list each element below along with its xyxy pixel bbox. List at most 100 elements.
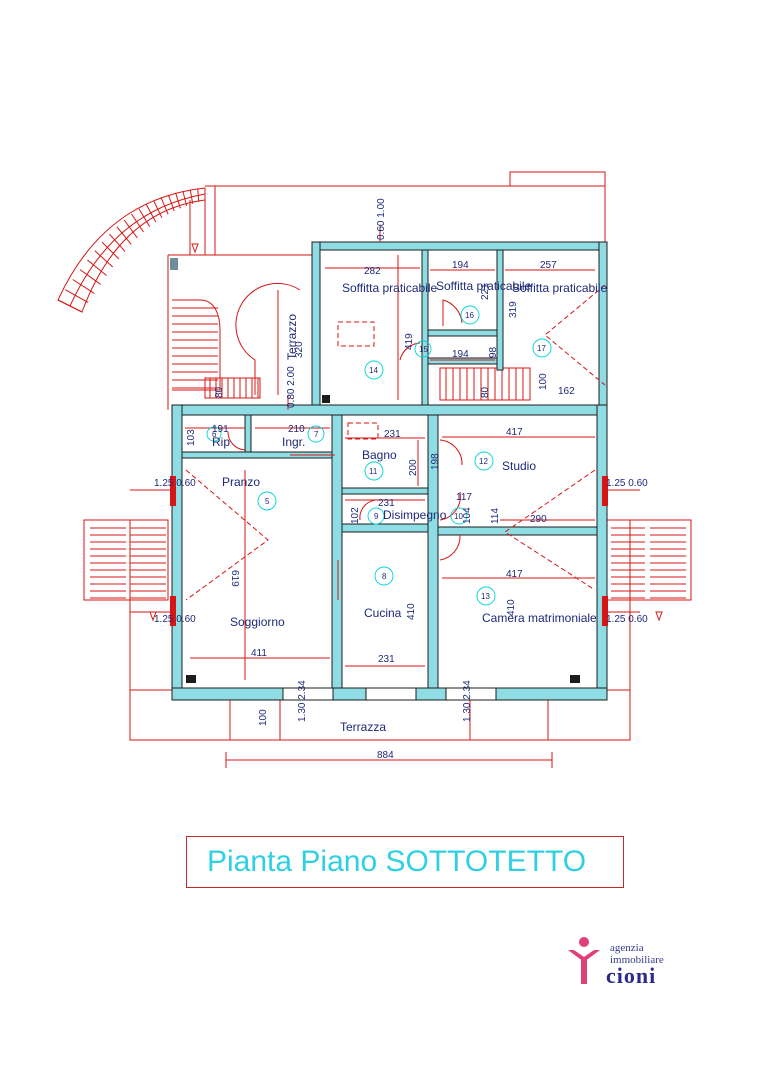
- internal-staircase: [172, 299, 531, 401]
- dimension-label: 290: [530, 514, 547, 525]
- dimension-label: 191: [212, 424, 229, 435]
- room-label-cucina: Cucina: [364, 606, 402, 620]
- page-title: Pianta Piano SOTTOTETTO: [207, 845, 587, 878]
- curved-staircase: [57, 187, 206, 313]
- room-number: 11: [369, 467, 378, 476]
- dimension-label: 194: [452, 260, 469, 271]
- dimension-label: 282: [364, 266, 381, 277]
- stair-tread: [65, 289, 89, 304]
- dimension-label: 100: [258, 709, 269, 726]
- dimension-label: 231: [378, 654, 395, 665]
- stair-tread: [160, 197, 169, 215]
- dimension-label: 319: [508, 301, 519, 318]
- dimension-label: 410: [406, 603, 417, 620]
- dimension-label: 231: [378, 498, 395, 509]
- dimension-label: 162: [558, 386, 575, 397]
- walls: [170, 241, 608, 701]
- stair-tread: [109, 233, 126, 252]
- window-markers: [170, 476, 608, 626]
- room-number: 16: [465, 311, 474, 320]
- logo-line-3: cioni: [606, 963, 657, 988]
- stair-tread: [153, 200, 163, 219]
- room-label-bagno: Bagno: [362, 448, 397, 462]
- room-number: 15: [419, 345, 428, 354]
- dimension-label: 1.25 0.60: [606, 614, 648, 625]
- room-number-circles: [206, 305, 552, 606]
- dimension-label: 80: [214, 386, 225, 398]
- title-box: Pianta Piano SOTTOTETTO: [186, 836, 624, 888]
- dimension-label: 0.60 1.00: [376, 198, 387, 240]
- dimension-label: 194: [452, 349, 469, 360]
- logo-line-2: immobiliare: [610, 954, 664, 966]
- room-label-disimpegno: Disimpegno: [383, 508, 447, 522]
- dimension-label: 0.80 2.00: [286, 366, 297, 408]
- dimension-label: 98: [488, 346, 499, 358]
- stair-tread: [57, 299, 83, 313]
- dimension-label: 1.25 0.60: [606, 478, 648, 489]
- dimension-labels: 282 419 194 221 194 98 257 319 100 162 3…: [154, 198, 648, 761]
- stair-tread: [197, 188, 200, 202]
- stair-tread: [94, 250, 114, 268]
- room-labels: Soffitta praticabile Soffitta praticabil…: [212, 279, 607, 734]
- side-staircase-left: [83, 519, 169, 622]
- stair-tread: [123, 219, 138, 239]
- room-number: 6: [212, 430, 217, 439]
- room-number: 7: [314, 430, 319, 439]
- dimension-label: 257: [540, 260, 557, 271]
- dimension-label: 117: [456, 492, 472, 503]
- stair-tread: [72, 279, 95, 294]
- stair-tread: [87, 259, 107, 276]
- dimension-label: 104: [462, 507, 473, 524]
- stair-tread: [182, 191, 188, 207]
- dimension-label: 80: [480, 386, 491, 398]
- room-label-ingr: Ingr.: [282, 435, 305, 449]
- dimension-label: 102: [350, 507, 361, 524]
- room-label-terrazzo: Terrazzo: [285, 314, 299, 360]
- room-label-soffitta-17: Soffitta praticabile: [512, 281, 607, 295]
- dimension-label: 619: [229, 570, 240, 587]
- measure-lines: [130, 225, 640, 768]
- room-number: 5: [265, 497, 270, 506]
- room-number: 17: [537, 344, 546, 353]
- dimension-label: 1.25 0.60: [154, 614, 196, 625]
- floor-plan: 14 15 16 17 11 12 9 10 5 8 13 7 6 Soffit…: [57, 171, 692, 768]
- dimension-label: 417: [506, 427, 523, 438]
- room-label-pranzo: Pranzo: [222, 475, 260, 489]
- person-icon: [568, 937, 600, 984]
- room-number: 10: [454, 512, 463, 521]
- dimension-label: 419: [404, 333, 415, 350]
- room-number: 8: [382, 572, 387, 581]
- dimension-label: 200: [408, 459, 419, 476]
- room-number: 14: [369, 366, 378, 375]
- stair-tread: [189, 189, 194, 204]
- room-label-terrazza: Terrazza: [340, 720, 386, 734]
- room-number: 9: [374, 512, 379, 521]
- dimension-label: 231: [384, 429, 401, 440]
- dimension-label: 103: [186, 429, 197, 446]
- dimension-label: 1.25 0.60: [154, 478, 196, 489]
- dimension-label: 884: [377, 750, 394, 761]
- room-label-soggiorno: Soggiorno: [230, 615, 285, 629]
- dimension-label: 320: [294, 341, 305, 358]
- side-staircase-right: [604, 519, 692, 622]
- stair-tread: [167, 194, 175, 212]
- dimension-label: 1.30 2.34: [462, 680, 473, 722]
- stair-tread: [138, 208, 151, 227]
- stair-tread: [131, 213, 144, 233]
- dimension-label: 210: [288, 424, 305, 435]
- dimension-label: 114: [490, 508, 501, 524]
- stair-tread: [175, 192, 181, 209]
- dimension-label: 198: [430, 453, 441, 470]
- room-label-studio: Studio: [502, 459, 536, 473]
- dimension-label: 1.30 2.34: [297, 680, 308, 722]
- room-number: 13: [481, 592, 490, 601]
- dimension-label: 417: [506, 569, 523, 580]
- logo-line-1: agenzia: [610, 942, 644, 954]
- room-label-rip: Rip: [212, 435, 230, 449]
- room-number: 12: [479, 457, 488, 466]
- room-numbers: 14 15 16 17 11 12 9 10 5 8 13 7 6: [212, 311, 546, 601]
- room-label-camera: Camera matrimoniale: [482, 611, 597, 625]
- dimension-label: 410: [506, 599, 517, 616]
- dimension-label: 411: [251, 648, 267, 659]
- stair-tread: [79, 269, 101, 285]
